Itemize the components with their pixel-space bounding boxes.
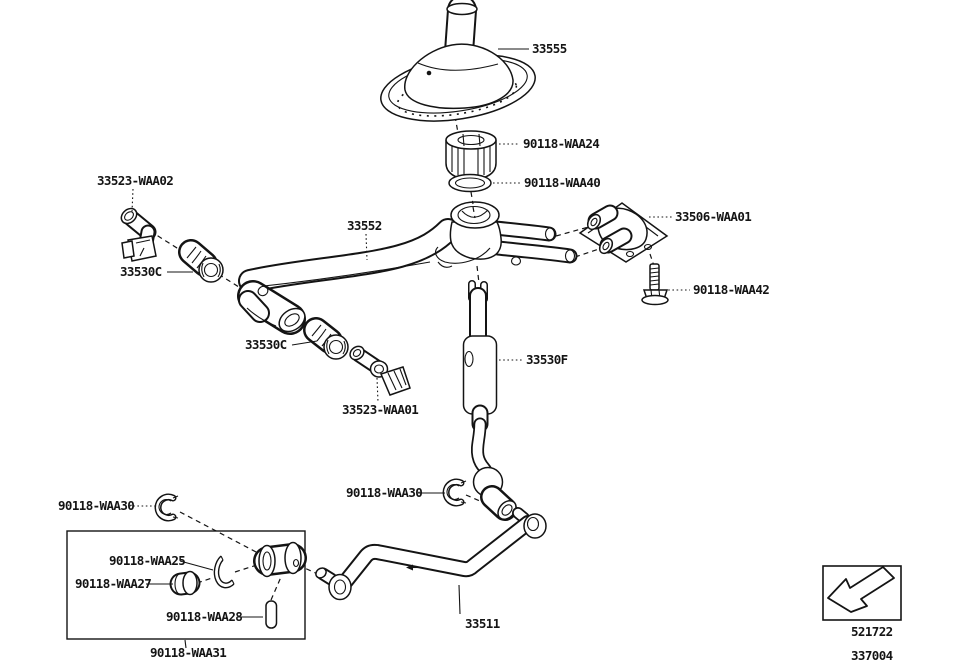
part-label-90118-waa27: 90118-WAA27: [75, 576, 151, 591]
part-cushion-bushing-upper-drawing: [178, 239, 224, 283]
part-snap-ring-drawing: [213, 555, 235, 589]
footer-codes: 521722 337004: [851, 624, 893, 663]
direction-arrow-box: [822, 565, 902, 621]
part-retainer-clip-mid-drawing: [442, 478, 467, 507]
cup-axis-dashes: [470, 191, 480, 284]
figure-code: 337004: [851, 648, 893, 663]
part-label-33523-waa01: 33523-WAA01: [342, 402, 418, 417]
part-label-90118-waa24: 90118-WAA24: [523, 136, 599, 151]
part-shift-lever-sub-drawing: [462, 280, 517, 521]
part-bushing-kit-box: [66, 530, 306, 640]
part-bracket-bolt-drawing: [641, 263, 669, 306]
direction-arrow-icon: [827, 566, 895, 613]
part-label-33530c-upper: 33530C: [120, 264, 162, 279]
part-label-90118-waa28: 90118-WAA28: [166, 609, 242, 624]
part-label-90118-waa42: 90118-WAA42: [693, 282, 769, 297]
part-label-33506-waa01: 33506-WAA01: [675, 209, 751, 224]
part-shift-lever-boot-drawing: [380, 0, 536, 122]
part-cushion-bushing-lower-drawing: [303, 317, 349, 360]
part-labels: 33555 90118-WAA24 90118-WAA40 33523-WAA0…: [58, 41, 770, 660]
part-support-bracket-drawing: [578, 202, 669, 263]
part-label-33523-waa02: 33523-WAA02: [97, 173, 173, 188]
part-label-90118-waa25: 90118-WAA25: [109, 553, 185, 568]
part-link-elbow-lower-drawing: [349, 345, 411, 396]
part-control-shift-rod-drawing: [315, 507, 547, 601]
part-label-33530c-lower: 33530C: [245, 337, 287, 352]
part-pin-drawing: [265, 600, 278, 629]
part-lever-bushing-drawing: [445, 130, 497, 181]
part-label-90118-waa31: 90118-WAA31: [150, 645, 226, 660]
part-shift-lever-arm-drawing: [237, 201, 578, 335]
part-label-33555: 33555: [532, 41, 567, 56]
part-label-90118-waa40: 90118-WAA40: [524, 175, 600, 190]
part-end-cap-drawing: [169, 570, 201, 596]
part-label-33530f: 33530F: [526, 352, 568, 367]
part-retainer-clip-left-drawing: [154, 493, 179, 522]
part-label-33511: 33511: [465, 616, 500, 631]
part-label-33552: 33552: [347, 218, 382, 233]
leader-lines: [129, 48, 690, 649]
drawing-code: 521722: [851, 624, 893, 639]
part-label-90118-waa30-left: 90118-WAA30: [58, 498, 134, 513]
part-label-90118-waa30-mid: 90118-WAA30: [346, 485, 422, 500]
part-lever-ring-drawing: [448, 173, 492, 193]
part-link-elbow-upper-drawing: [120, 207, 157, 262]
part-kit-cylinder-drawing: [253, 541, 307, 578]
